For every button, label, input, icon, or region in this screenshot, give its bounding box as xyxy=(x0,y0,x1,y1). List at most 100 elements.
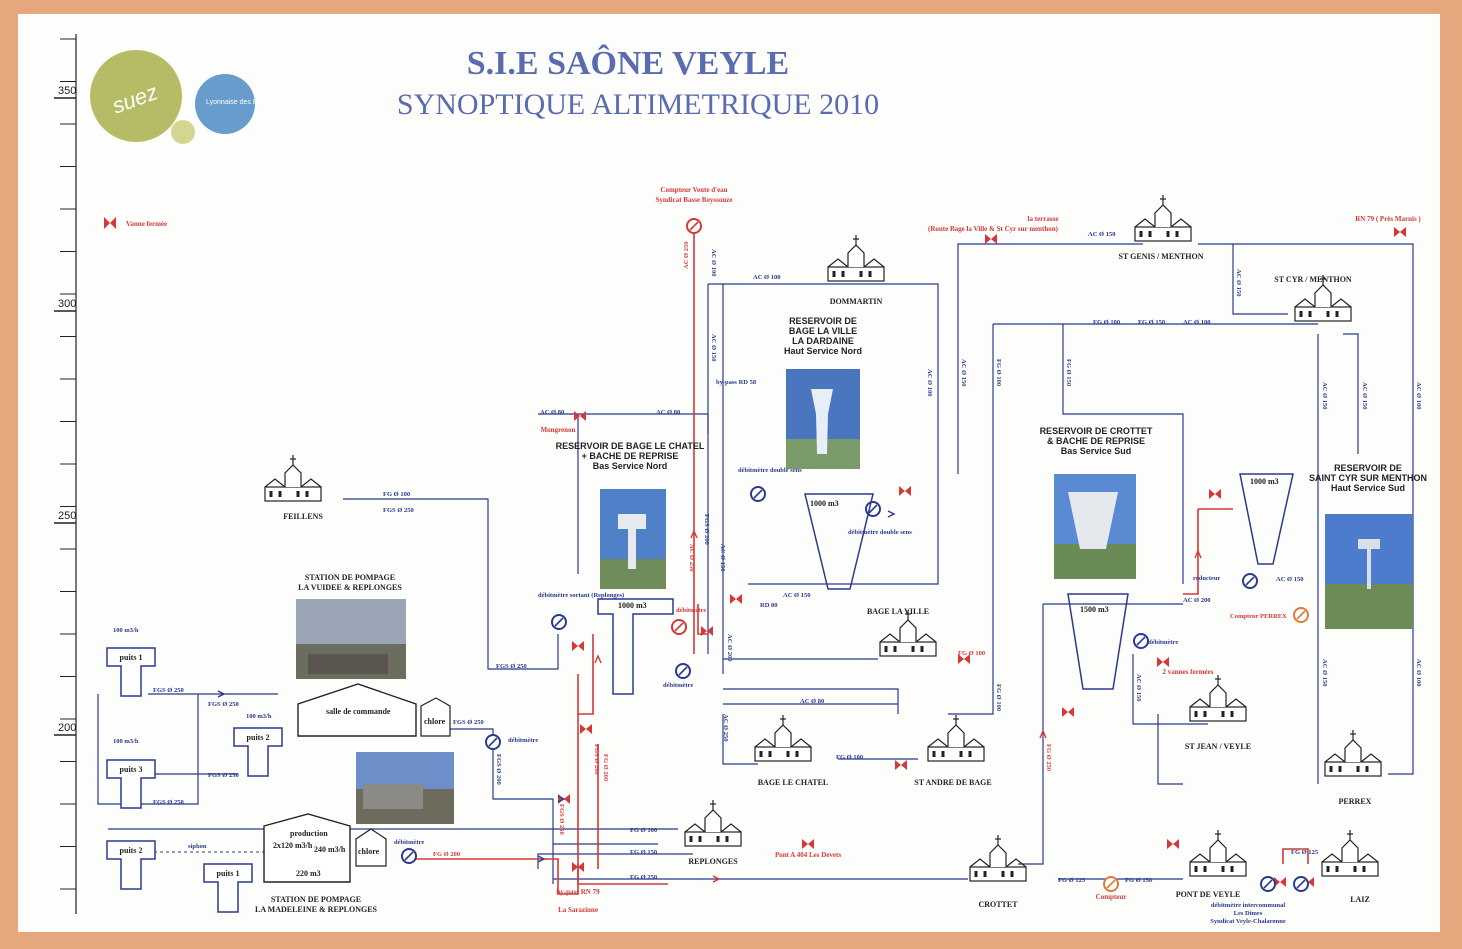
photo-bage-ville xyxy=(786,369,860,469)
svg-text:Lyonnaise des Eaux: Lyonnaise des Eaux xyxy=(206,99,269,106)
pl-25: FG Ø 150 xyxy=(1125,877,1152,884)
svg-text:CROTTET: CROTTET xyxy=(978,900,1018,909)
res-cr-3: Bas Service Sud xyxy=(1061,446,1132,456)
closed-valve-icon xyxy=(802,839,814,849)
svg-text:REPLONGES: REPLONGES xyxy=(688,857,738,866)
station-madeleine-2: LA MADELEINE & REPLONGES xyxy=(255,905,378,914)
closed-valve-icon xyxy=(1394,227,1406,237)
closed-valve-icon xyxy=(1209,489,1221,499)
legend-closed-valve: Vanne fermée xyxy=(104,217,167,229)
vl-22: AC Ø 150 xyxy=(1321,659,1328,686)
village-feillens: FEILLENS xyxy=(264,455,323,521)
closed-valve-icon xyxy=(574,411,586,421)
photo-bage-chatel xyxy=(600,489,666,589)
svg-text:puits 2: puits 2 xyxy=(120,846,143,855)
tower-crottet: 1500 m3 xyxy=(1067,593,1129,690)
svg-text:ST GENIS / MENTHON: ST GENIS / MENTHON xyxy=(1119,252,1204,261)
svg-text:PERREX: PERREX xyxy=(1339,797,1372,806)
flow-meter-icon xyxy=(1103,876,1119,892)
svg-text:chlore: chlore xyxy=(358,847,380,856)
debit-inter: débitmètre intercommunal xyxy=(1211,902,1286,909)
vl-14: AC Ø 150 xyxy=(719,544,726,571)
debit-4: débitmètre xyxy=(663,682,693,689)
flow-arrow-icon xyxy=(1039,729,1047,739)
svg-text:BAGE LE CHATEL: BAGE LE CHATEL xyxy=(758,778,829,787)
svg-text:puits 1: puits 1 xyxy=(120,653,143,662)
synoptic-sheet: 350 300 250 200 suez Lyonnaise des Eaux … xyxy=(18,14,1440,932)
svg-text:DOMMARTIN: DOMMARTIN xyxy=(830,297,883,306)
scale-250: 250 xyxy=(58,510,76,522)
res-bc-1: RESERVOIR DE BAGE LE CHATEL xyxy=(556,441,705,451)
vl-27: FGS Ø 200 xyxy=(495,754,502,785)
svg-text:puits 3: puits 3 xyxy=(120,765,143,774)
page-subtitle: SYNOPTIQUE ALTIMETRIQUE 2010 xyxy=(397,88,879,121)
svg-text:1000 m3: 1000 m3 xyxy=(1250,477,1279,486)
tower-bage-ville: 1000 m3 xyxy=(804,493,874,590)
pl-1: FG Ø 100 xyxy=(383,491,410,498)
route-bage: (Route Bage la Ville & St Cyr sur mentho… xyxy=(928,225,1059,233)
vannes-fermees: 2 vannes fermées xyxy=(1163,668,1214,676)
village-laiz: LAIZ xyxy=(1321,830,1379,904)
vl-9: AC Ø 150 xyxy=(1321,382,1328,409)
flow-arrow-icon xyxy=(1194,549,1202,559)
vl-13: FGS Ø 200 xyxy=(703,514,710,545)
pl-8: FG Ø 150 xyxy=(1138,319,1165,326)
pl-18: AC Ø 200 xyxy=(1183,597,1210,604)
closed-valve-icon xyxy=(1167,839,1179,849)
pl-33: 100 m3/h xyxy=(113,627,139,634)
closed-valve-icon xyxy=(958,654,970,664)
village-perrex: PERREX xyxy=(1324,730,1382,806)
pl-10: FGS Ø 250 xyxy=(496,663,527,670)
pl-7: FG Ø 100 xyxy=(1093,319,1120,326)
bypass-rn: by-pass RN 79 xyxy=(556,888,600,896)
village-st-jean: ST JEAN / VEYLE xyxy=(1185,675,1251,751)
svg-text:2x120 m3/h: 2x120 m3/h xyxy=(273,841,313,850)
photo-st-cyr xyxy=(1325,514,1413,629)
flow-meter-icon xyxy=(485,734,501,750)
compteur-perrex: Compteur PERREX xyxy=(1230,613,1287,620)
siphon-label: siphon xyxy=(188,843,207,850)
svg-text:puits 1: puits 1 xyxy=(217,869,240,878)
closed-valve-icon xyxy=(701,626,713,636)
pl-20: FG Ø 100 xyxy=(630,827,657,834)
scale-350: 350 xyxy=(58,85,76,97)
pl-31: FGS Ø 250 xyxy=(153,799,184,806)
debit-sortant: débitmètre sortant (Replonges) xyxy=(538,592,624,599)
photo-crottet xyxy=(1054,474,1136,579)
closed-valve-icon xyxy=(580,724,592,734)
res-cr-1: RESERVOIR DE CROTTET xyxy=(1040,426,1153,436)
vl-18: AC Ø 250 xyxy=(722,714,729,741)
pont-404: Pont A 404 Les Devets xyxy=(775,851,841,859)
closed-valve-icon xyxy=(730,594,742,604)
village-bage-le-chatel: BAGE LE CHATEL xyxy=(754,715,829,787)
scale-300: 300 xyxy=(58,298,76,310)
chlore-room-2: chlore xyxy=(355,828,387,867)
vl-8: AC Ø 150 xyxy=(1235,269,1242,296)
flow-meter-icon xyxy=(1133,633,1149,649)
pl-5: AC Ø 100 xyxy=(753,274,780,281)
vl-11: AC Ø 100 xyxy=(1415,382,1422,409)
res-bc-3: Bas Service Nord xyxy=(593,461,668,471)
les-dimes: Les Dimes xyxy=(1234,910,1263,917)
tower-st-cyr: 1000 m3 xyxy=(1239,473,1294,565)
vl-4: AC Ø 100 xyxy=(926,369,933,396)
bypass-rd: by-pass RD 58 xyxy=(716,379,757,386)
svg-text:1500 m3: 1500 m3 xyxy=(1080,605,1109,614)
vl-19: FG Ø 100 xyxy=(995,684,1002,711)
res-sc-1: RESERVOIR DE xyxy=(1334,463,1402,473)
svg-text:1000 m3: 1000 m3 xyxy=(810,499,839,508)
res-bv-1: RESERVOIR DE xyxy=(789,316,857,326)
valves xyxy=(558,227,1406,887)
well-puits2: puits 2 xyxy=(106,840,156,890)
village-bage-la-ville: BAGE LA VILLE xyxy=(867,607,937,657)
svg-text:PONT DE VEYLE: PONT DE VEYLE xyxy=(1176,890,1241,899)
debit-2: débitmètre xyxy=(394,839,424,846)
vl-2: AC Ø 250 xyxy=(683,242,690,269)
res-bv-3: LA DARDAINE xyxy=(792,336,854,346)
flow-meter-icon xyxy=(1293,876,1309,892)
village-crottet: CROTTET xyxy=(969,835,1027,909)
flow-arrow-icon xyxy=(712,875,721,883)
closed-valve-icon xyxy=(572,862,584,872)
well-puits1: puits 1 xyxy=(203,863,253,913)
control-room: salle de commande xyxy=(297,683,417,737)
